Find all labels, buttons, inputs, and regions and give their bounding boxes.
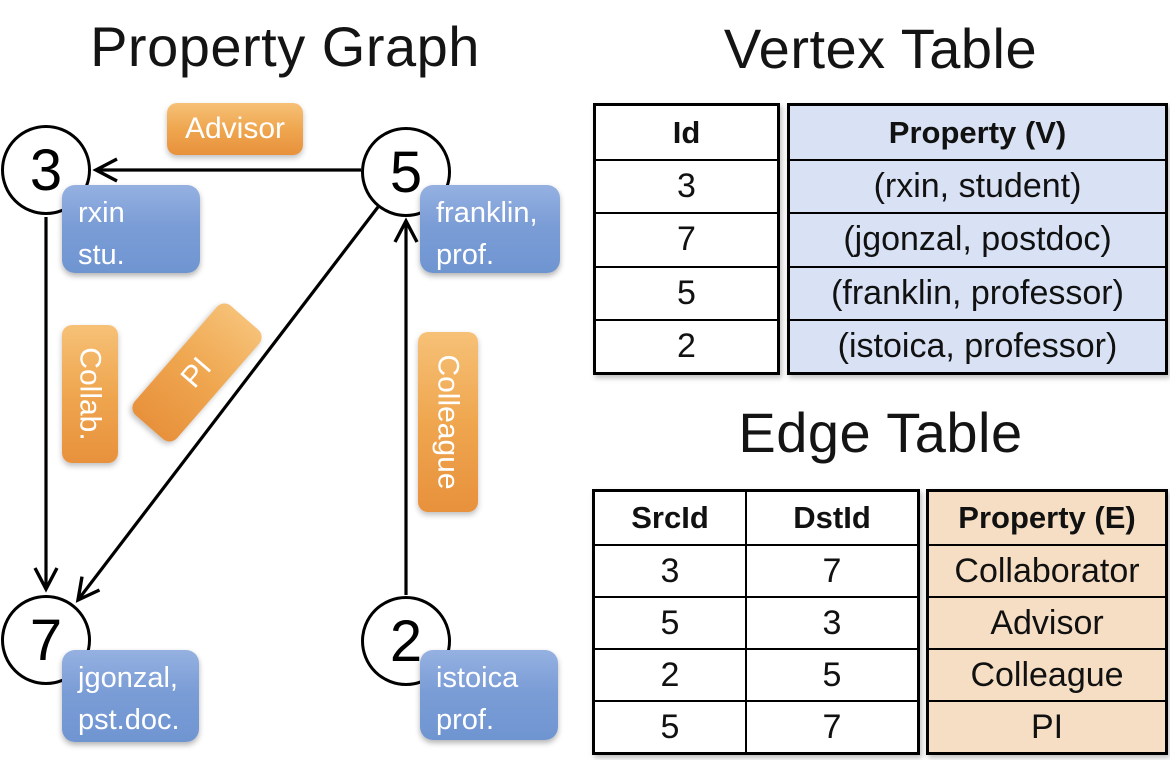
edge-label-advisor-text: Advisor: [184, 112, 286, 145]
edge-table-cell: Advisor: [929, 596, 1165, 648]
vertex-label-line: istoica: [436, 662, 519, 694]
vertex-table-header-id: Id: [672, 114, 701, 150]
property-graph-title: Property Graph: [90, 15, 480, 78]
edge-table-cell: 5: [745, 648, 917, 700]
vertex-label-line: franklin,: [436, 197, 538, 229]
vertex-table-cell: (rxin, student): [790, 159, 1165, 212]
edge-table-header-dstid: DstId: [745, 492, 917, 544]
edge-label-colleague-text: Colleague: [432, 354, 466, 490]
vertex-table-title: Vertex Table: [723, 17, 1038, 80]
edge-table-cell: 5: [595, 700, 745, 752]
vertex-label-franklin: franklin, prof.: [420, 185, 560, 273]
edge-label-collab-text: Collab.: [74, 347, 108, 441]
edge-table-cell: 7: [745, 544, 917, 596]
edge-table-cell: PI: [929, 700, 1165, 752]
edge-table-cell: 7: [745, 700, 917, 752]
vertex-node-2: 2: [361, 596, 451, 686]
vertex-label-line: jgonzal,: [78, 662, 178, 694]
edge-label-pi-text: PI: [174, 350, 219, 394]
edge-table-cell: 2: [595, 648, 745, 700]
vertex-label-line: stu.: [78, 239, 125, 272]
vertex-table-cell: 2: [596, 318, 777, 372]
edge-table-cell: 3: [595, 544, 745, 596]
vertex-table-property-column: Property (V) (rxin, student) (jgonzal, p…: [787, 103, 1168, 375]
vertex-table-cell: (franklin, professor): [790, 265, 1165, 319]
vertex-label-line: prof.: [436, 704, 495, 737]
edge-table-header-property: Property (E): [958, 500, 1136, 535]
vertex-label-jgonzal: jgonzal, pst.doc.: [62, 650, 199, 742]
edge-table-property-column: Property (E) Collaborator Advisor Collea…: [926, 489, 1168, 755]
vertex-table-cell: 5: [596, 265, 777, 319]
vertex-table-id-column: Id 3 7 5 2: [593, 103, 780, 375]
edge-table-title: Edge Table: [738, 401, 1023, 464]
edge-pi-arrow: [75, 206, 380, 603]
edge-table-id-columns: SrcId DstId 3 7 5 3 2 5 5 7: [592, 489, 920, 755]
edge-label-advisor: Advisor: [167, 103, 303, 155]
vertex-label-line: prof.: [436, 239, 495, 272]
edge-table-cell: 5: [595, 596, 745, 648]
vertex-label-rxin: rxin stu.: [62, 185, 200, 273]
edge-label-colleague: Colleague: [418, 332, 478, 512]
vertex-table-cell: 3: [596, 159, 777, 212]
edge-table-cell: Colleague: [929, 648, 1165, 700]
graph-edges-layer: [33, 157, 419, 603]
vertex-label-line: rxin: [78, 197, 125, 229]
vertex-table-header-property: Property (V): [888, 114, 1067, 150]
vertex-table-cell: (jgonzal, postdoc): [790, 212, 1165, 265]
vertex-label-istoica: istoica prof.: [420, 650, 558, 740]
edge-label-collab: Collab.: [62, 325, 118, 463]
vertex-node-5: 5: [361, 127, 451, 217]
edge-table-cell: 3: [745, 596, 917, 648]
vertex-table-cell: 7: [596, 212, 777, 265]
edge-table-header-srcid: SrcId: [631, 500, 709, 535]
edge-table-cell: Collaborator: [929, 544, 1165, 596]
vertex-label-line: pst.doc.: [78, 704, 180, 737]
vertex-table-cell: (istoica, professor): [790, 318, 1165, 372]
